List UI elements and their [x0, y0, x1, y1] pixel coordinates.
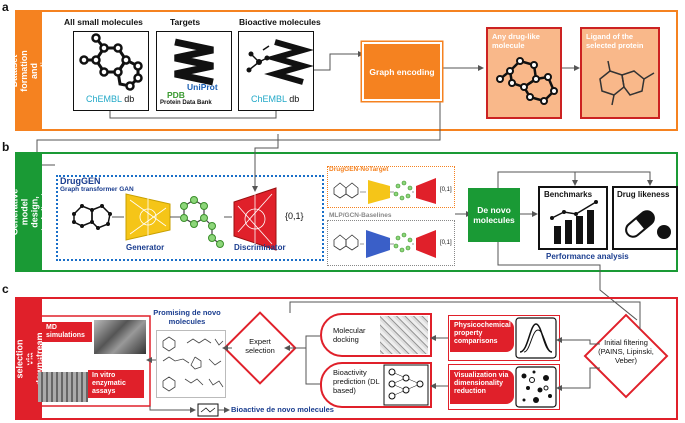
ligand-label: Ligand of the selected protein	[586, 32, 644, 50]
pill-icon	[625, 210, 671, 239]
baselines-title: MLP/GCN-Baselines	[329, 212, 392, 219]
uniprot-label: UniProt	[187, 82, 218, 92]
ligand-protein-icon	[246, 39, 314, 85]
md-simulations-label: MD simulations	[42, 322, 92, 342]
initial-filtering-label: Initial filtering (PAINS, Lipinski, Vebe…	[598, 338, 654, 365]
in-vitro-assays-label: In vitro enzymatic assays	[88, 370, 144, 398]
protein-target-icon	[174, 38, 214, 86]
all-small-molecules-title: All small molecules	[64, 17, 143, 27]
panel-letter-c: c	[2, 282, 9, 296]
bioactive-molecules-box: ChEMBL db	[238, 31, 314, 111]
all-small-molecules-box: ChEMBL db	[73, 31, 149, 111]
druggen-subtitle: Graph transformer GAN	[60, 186, 134, 193]
assay-plate-image	[38, 372, 88, 402]
notarget-output: [0,1]	[440, 187, 452, 193]
promising-molecules-grid	[156, 330, 226, 398]
druggen-dashed-frame	[56, 175, 324, 261]
notarget-frame	[327, 166, 455, 208]
drug-graph-icon	[496, 57, 558, 105]
drug-likeness-label: Drug likeness	[617, 190, 670, 199]
chembl-label-1: ChEMBL	[86, 94, 122, 104]
promising-title: Promising de novo molecules	[153, 308, 221, 326]
physchem-label: Physicochemical property comparisons	[450, 320, 514, 352]
baselines-frame	[327, 220, 455, 266]
ligand-box: Ligand of the selected protein	[580, 27, 660, 119]
generator-label: Generator	[126, 243, 165, 252]
expert-selection-label: Expert selection	[245, 337, 275, 355]
bioactive-output-label: Bioactive de novo molecules	[231, 405, 334, 414]
notarget-title: DrugGEN-NoTarget	[329, 166, 389, 173]
db-label-2: db	[289, 94, 300, 104]
pdb-label: PDB	[167, 90, 185, 100]
molecule-grid-icon	[162, 336, 224, 392]
any-drug-like-label: Any drug-like molecule	[492, 32, 540, 50]
performance-analysis-label: Performance analysis	[546, 252, 629, 261]
panel-letter-a: a	[2, 0, 9, 14]
panel-c-sidebar: Molecule selection via downstream analys…	[4, 298, 54, 419]
drug-likeness-box: Drug likeness	[612, 186, 678, 250]
panel-a-sidebar: Dataset formation and encoding	[9, 11, 49, 130]
graph-encoding-box: Graph encoding	[362, 42, 442, 101]
ligand-structure-icon	[599, 60, 655, 106]
md-simulation-image	[94, 320, 146, 354]
baselines-output: [0,1]	[440, 240, 452, 246]
chembl-label-2: ChEMBL	[251, 94, 287, 104]
molecule-graph-icon	[79, 33, 143, 91]
bioactivity-label: Bioactivity prediction (DL based)	[333, 368, 380, 395]
benchmarks-label: Benchmarks	[544, 190, 593, 199]
physchem-box	[448, 315, 560, 361]
panel-letter-b: b	[2, 140, 10, 154]
molecular-docking-label: Molecular docking	[333, 326, 366, 344]
panel-b-sidebar: Generative model design, train/test	[9, 153, 49, 271]
discriminator-label: Discriminator	[234, 243, 286, 252]
db-label-1: db	[124, 94, 135, 104]
targets-box: UniProt PDB Protein Data Bank	[156, 31, 232, 111]
bar-chart-icon	[550, 200, 598, 244]
pdb-subtitle: Protein Data Bank	[160, 100, 212, 106]
output-label: {0,1}	[285, 211, 304, 221]
any-drug-like-box: Any drug-like molecule	[486, 27, 562, 119]
targets-title: Targets	[170, 17, 201, 27]
druggen-title: DrugGEN	[60, 176, 101, 186]
bioactive-molecules-title: Bioactive molecules	[239, 17, 321, 27]
benchmarks-box: Benchmarks	[538, 186, 608, 250]
docking-image	[380, 316, 428, 354]
de-novo-molecules-box: De novo molecules	[468, 188, 520, 242]
visualization-label: Visualization via dimensionality reducti…	[450, 370, 514, 404]
